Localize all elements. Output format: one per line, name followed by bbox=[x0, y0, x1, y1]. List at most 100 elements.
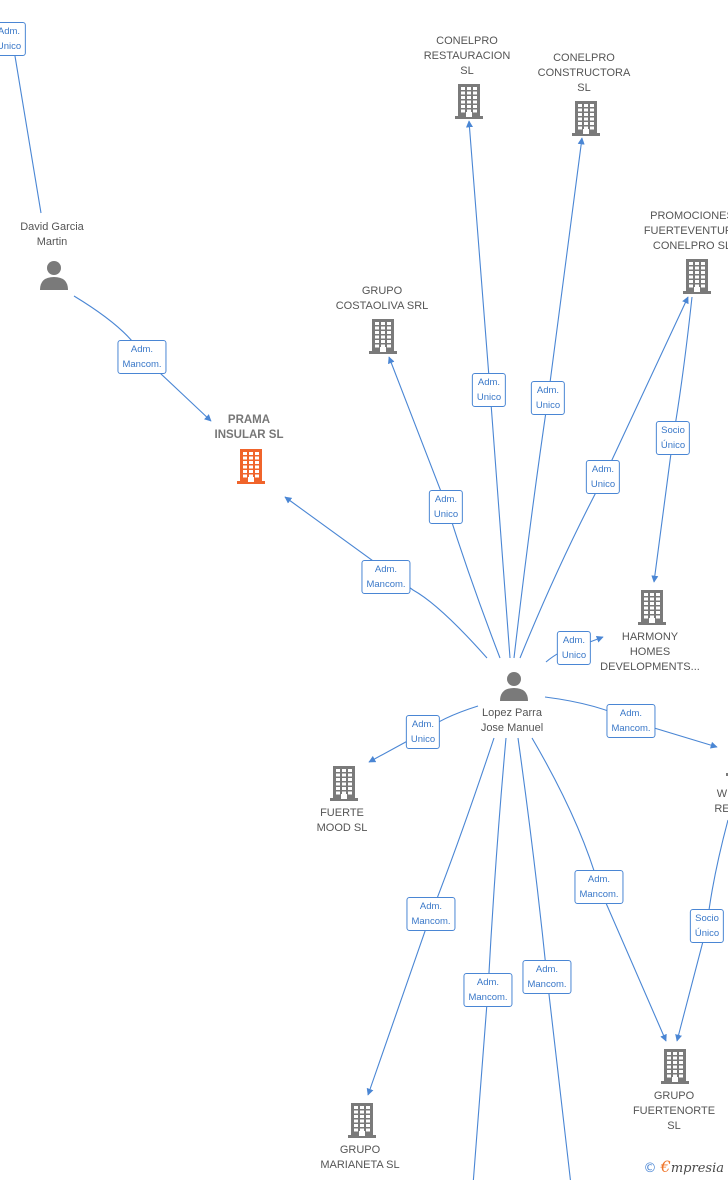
edge-label-line: Unico bbox=[410, 734, 436, 745]
edge-label-line: Unico bbox=[561, 650, 587, 661]
node-label-line: SL bbox=[460, 65, 474, 77]
building-icon-fuertenorte[interactable] bbox=[661, 1048, 689, 1089]
edge-label-lopez-harmony[interactable]: Adm. Unico bbox=[556, 631, 592, 665]
edge-label-line: Adm. bbox=[562, 635, 586, 646]
building-icon-harmony[interactable] bbox=[638, 589, 666, 630]
edge-label-line: Único bbox=[694, 928, 720, 939]
brand-name: mpresia bbox=[670, 1161, 724, 1176]
node-label-harmony[interactable]: HARMONY HOMES DEVELOPMENTS... bbox=[600, 630, 700, 675]
edge-label-line: Adm. bbox=[476, 977, 500, 988]
node-label-line: PROMOCIONES bbox=[650, 210, 728, 222]
edge-label-line: Mancom. bbox=[579, 889, 619, 900]
node-label-prama[interactable]: PRAMA INSULAR SL bbox=[215, 413, 284, 443]
edge-label-line: Socio bbox=[661, 425, 685, 436]
edge-label-line: Adm. bbox=[0, 26, 21, 37]
node-label-line: CONSTRUCTORA bbox=[537, 67, 631, 79]
edge-label-line: Mancom. bbox=[122, 359, 162, 370]
node-label-line: SL bbox=[577, 82, 591, 94]
edge-label-line: Adm. bbox=[591, 464, 615, 475]
edge-label-lopez-prama[interactable]: Adm. Mancom. bbox=[361, 560, 411, 594]
node-label-promociones[interactable]: PROMOCIONES FUERTEVENTURA CONELPRO SL bbox=[644, 209, 728, 254]
person-icon-lopez[interactable] bbox=[499, 671, 529, 706]
edge-label-line: Unico bbox=[433, 509, 459, 520]
node-label-line: Martin bbox=[36, 236, 68, 248]
node-label-line: Lopez Parra bbox=[482, 707, 542, 719]
person-icon-david[interactable] bbox=[39, 260, 69, 295]
node-label-line: HARMONY bbox=[621, 631, 679, 643]
node-label-line: David Garcia bbox=[20, 221, 84, 233]
edge-lopez-restauracion bbox=[466, 120, 511, 659]
node-label-line: CONELPRO bbox=[553, 52, 615, 64]
edge-label-line: Unico bbox=[0, 41, 22, 52]
edge-label-lopez-bottom1[interactable]: Adm. Mancom. bbox=[463, 973, 513, 1007]
node-label-line: PRAMA bbox=[227, 414, 271, 426]
edge-label-line: Adm. bbox=[411, 719, 435, 730]
node-label-line: GRUPO bbox=[361, 285, 403, 297]
edge-label-line: Único bbox=[660, 440, 686, 451]
node-label-line: MOOD SL bbox=[316, 822, 368, 834]
empresia-brand: © €mpresia bbox=[644, 1157, 724, 1176]
node-label-line: HOMES bbox=[629, 646, 671, 658]
node-label-line: RESTAURACION bbox=[423, 50, 511, 62]
edge-lopez-bottom2 bbox=[517, 737, 571, 1180]
node-label-constructora[interactable]: CONELPRO CONSTRUCTORA SL bbox=[538, 51, 631, 96]
edge-label-top-david[interactable]: Adm. Unico bbox=[0, 22, 27, 56]
edge-label-line: Mancom. bbox=[366, 579, 406, 590]
building-icon-costaoliva[interactable] bbox=[369, 318, 397, 359]
edge-label-david-prama[interactable]: Adm.Mancom. bbox=[117, 340, 167, 374]
building-icon-fuertemood[interactable] bbox=[330, 765, 358, 806]
building-icon-marianeta[interactable] bbox=[348, 1102, 376, 1143]
node-label-fuertenorte[interactable]: GRUPO FUERTENORTE SL bbox=[633, 1089, 715, 1134]
node-label-line: GRUPO bbox=[653, 1090, 695, 1102]
node-label-line: FUERTEVENTURA bbox=[643, 225, 728, 237]
edge-label-line: Adm. bbox=[419, 901, 443, 912]
edge-label-line: Adm. bbox=[374, 564, 398, 575]
node-label-line: INSULAR SL bbox=[214, 429, 284, 441]
edge-label-lopez-bottom2[interactable]: Adm. Mancom. bbox=[522, 960, 572, 994]
node-label-line: FUERTENORTE bbox=[632, 1105, 716, 1117]
edge-label-lopez-fuertenorte[interactable]: Adm. Mancom. bbox=[574, 870, 624, 904]
edge-lopez-constructora bbox=[513, 137, 585, 659]
edge-label-line: Unico bbox=[476, 392, 502, 403]
edge-label-lopez-marianeta[interactable]: Adm. Mancom. bbox=[406, 897, 456, 931]
edge-top-david bbox=[13, 49, 42, 214]
building-icon-promociones[interactable] bbox=[683, 258, 711, 299]
edge-label-line: Socio bbox=[695, 913, 719, 924]
building-icon-wre[interactable] bbox=[726, 740, 728, 781]
node-label-line: Jose Manuel bbox=[480, 722, 544, 734]
edge-label-lopez-wre[interactable]: Adm. Mancom. bbox=[606, 704, 656, 738]
edge-label-line: Adm. bbox=[535, 964, 559, 975]
building-icon-prama[interactable] bbox=[237, 448, 265, 489]
edge-lopez-bottom1 bbox=[472, 737, 507, 1180]
node-label-line: CONELPRO SL bbox=[652, 240, 728, 252]
edge-label-lopez-promociones[interactable]: Adm. Unico bbox=[585, 460, 621, 494]
edge-label-lopez-fuertemood[interactable]: Adm. Unico bbox=[405, 715, 441, 749]
building-icon-constructora[interactable] bbox=[572, 100, 600, 141]
edge-label-line: Adm. bbox=[434, 494, 458, 505]
edge-label-line: Unico bbox=[590, 479, 616, 490]
building-icon-restauracion[interactable] bbox=[455, 83, 483, 124]
edge-label-line: Mancom. bbox=[411, 916, 451, 927]
edge-label-line: Mancom. bbox=[611, 723, 651, 734]
edge-label-line: Adm. bbox=[587, 874, 611, 885]
edge-label-lopez-constructora[interactable]: Adm.Unico bbox=[530, 381, 566, 415]
edge-lopez-prama bbox=[284, 496, 488, 659]
node-label-line: SL bbox=[667, 1120, 681, 1132]
edge-label-lopez-restauracion[interactable]: Adm.Unico bbox=[471, 373, 507, 407]
edge-label-line: Mancom. bbox=[527, 979, 567, 990]
edge-label-line: Mancom. bbox=[468, 992, 508, 1003]
edge-label-lopez-costaoliva[interactable]: Adm. Unico bbox=[428, 490, 464, 524]
brand-initial: € bbox=[660, 1157, 671, 1176]
edge-label-line: Adm. bbox=[619, 708, 643, 719]
node-label-line: DEVELOPMENTS... bbox=[600, 661, 700, 673]
